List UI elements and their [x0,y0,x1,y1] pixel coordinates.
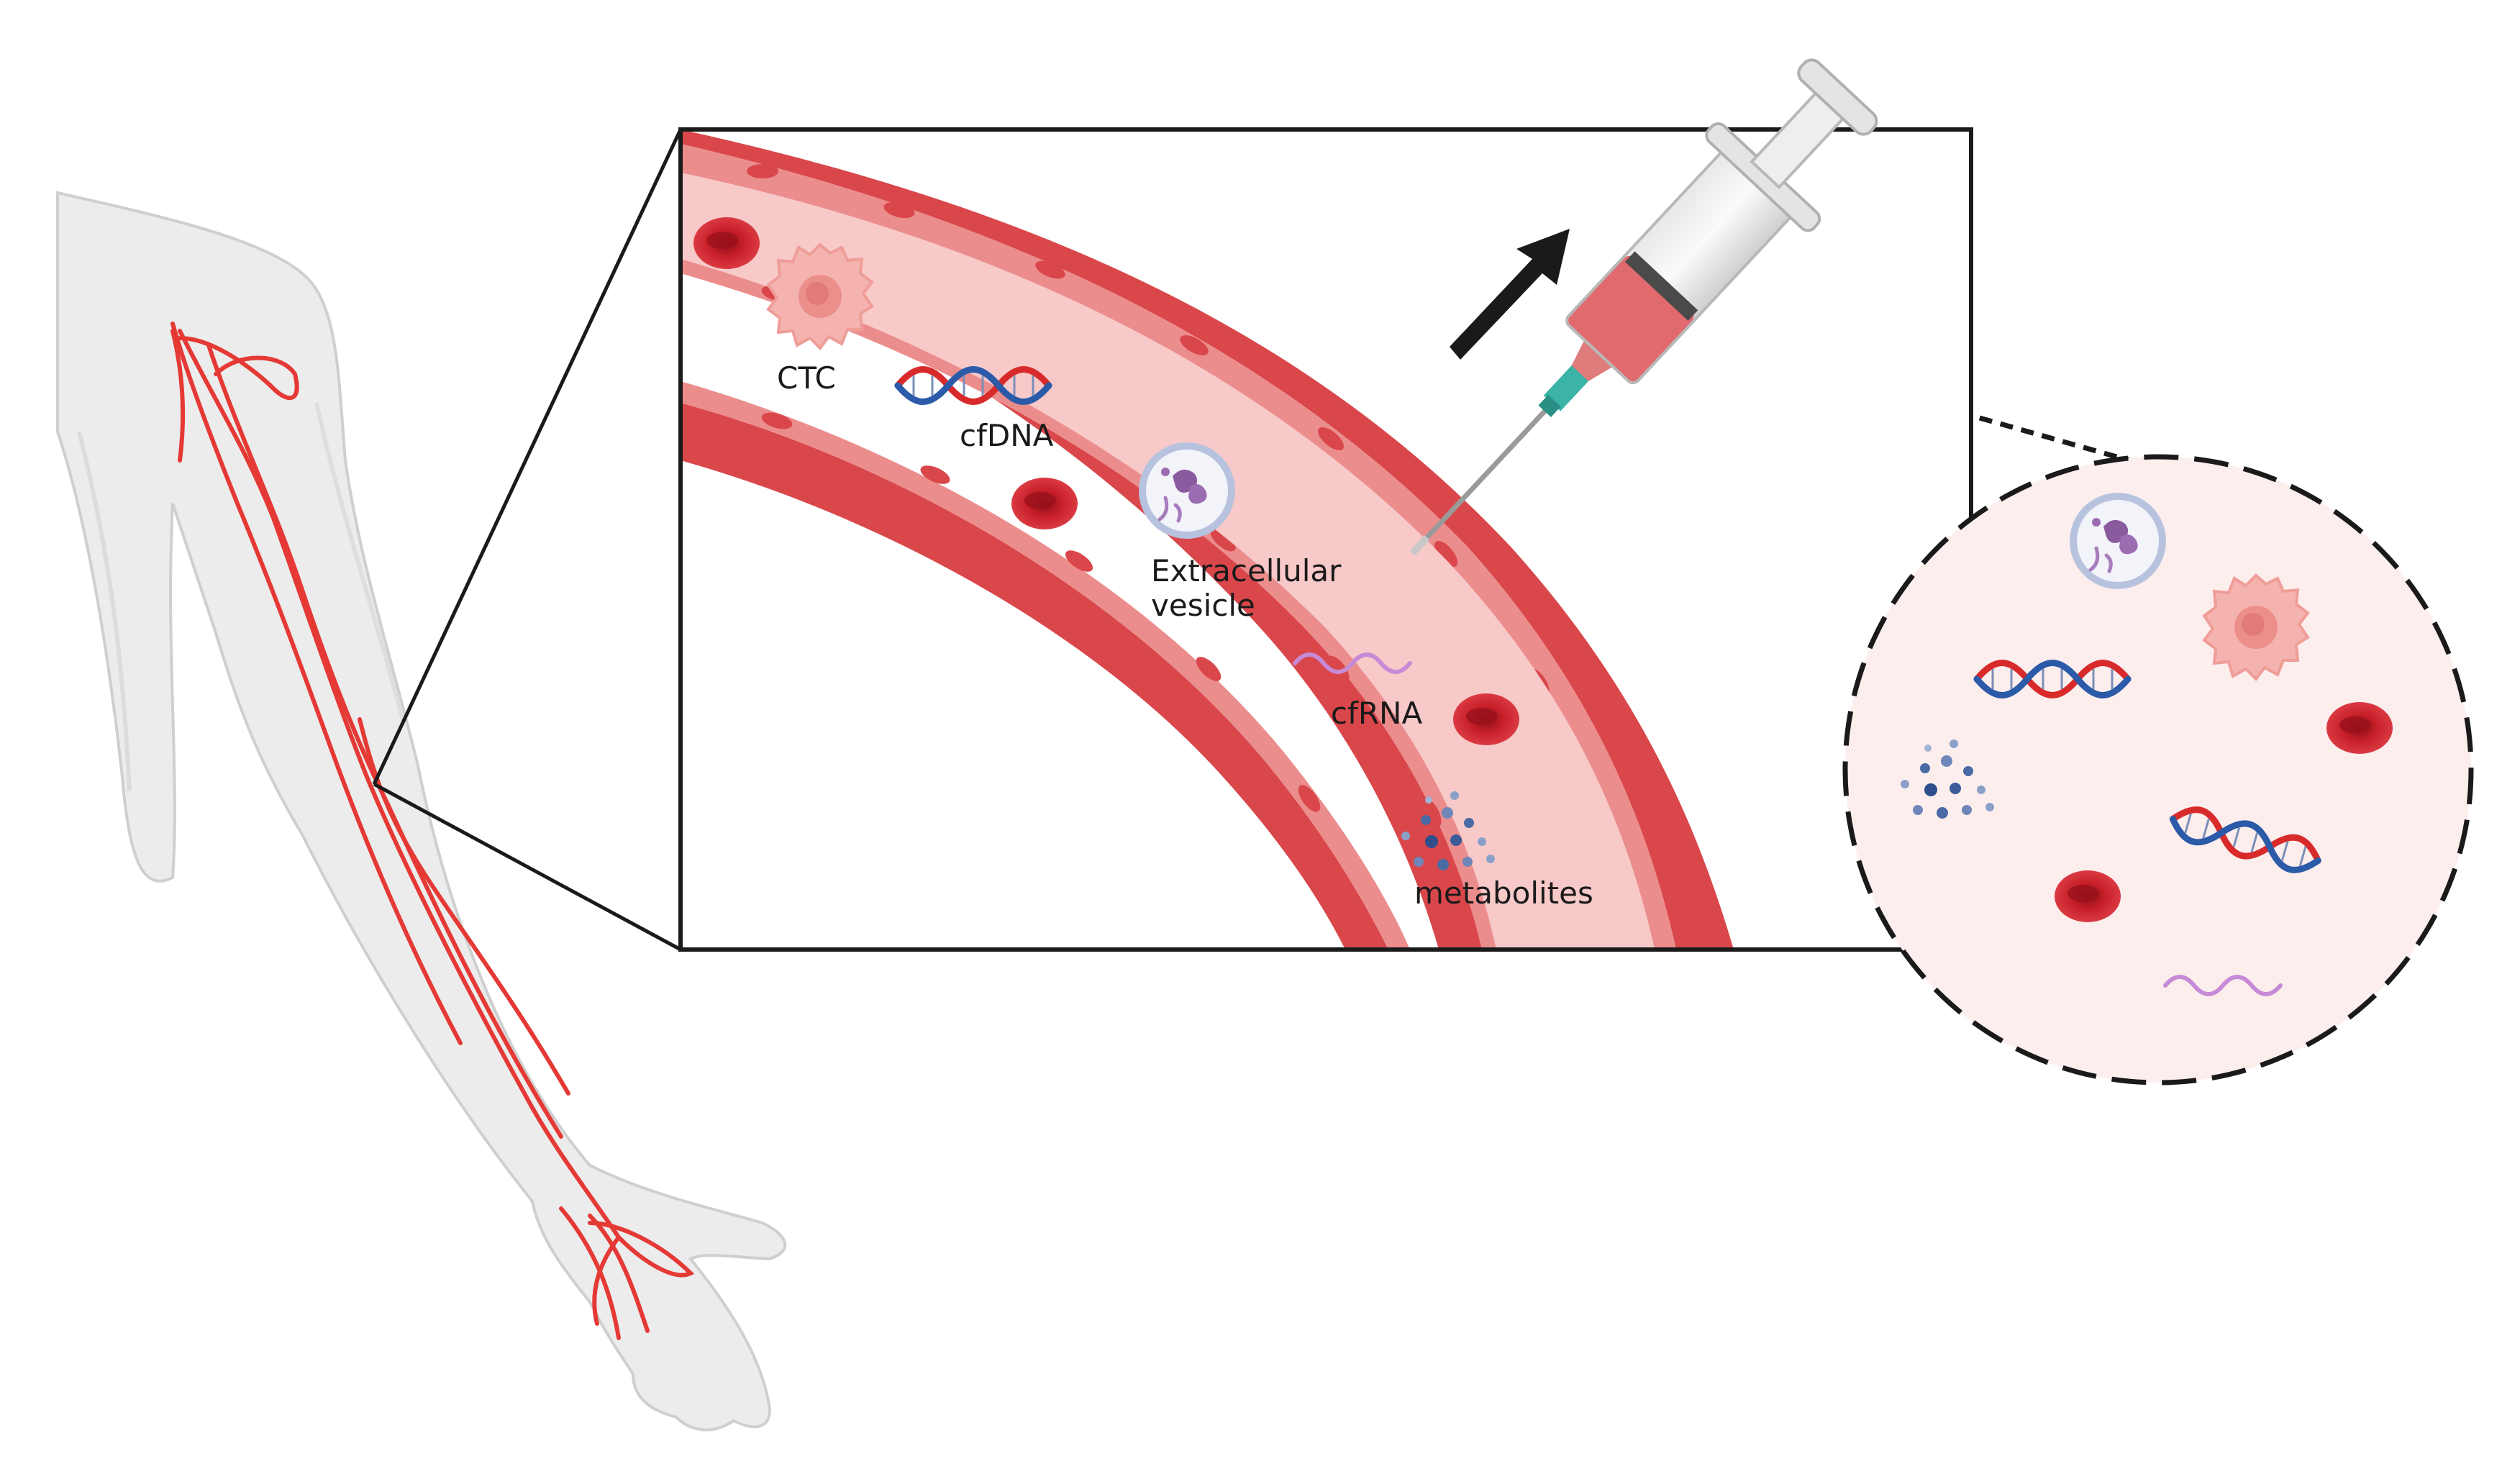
red-blood-cell-icon [2326,702,2393,754]
syringe-icon [1409,58,1878,556]
label-cfrna: cfRNA [1331,696,1422,731]
vessel-zoom-panel: CTC cfDNA Extracellular vesicle cfRNA me… [678,127,1973,952]
red-blood-cell-icon [1011,478,1078,529]
label-ev-line1: Extracellular [1151,553,1342,588]
extracellular-vesicle-icon [1142,446,1232,535]
zoom-connector [372,128,683,952]
arrow-icon [1450,229,1570,360]
label-ev-line2: vesicle [1151,588,1255,623]
red-blood-cell-icon [693,217,760,269]
sample-inset-circle [1842,454,2474,1085]
blood-vessel-icon [681,129,1734,950]
red-blood-cell-icon [1453,693,1519,745]
label-cfdna: cfDNA [960,418,1054,453]
label-ctc: CTC [777,360,836,396]
label-metabolites: metabolites [1414,875,1593,911]
extracellular-vesicle-icon [2073,496,2162,586]
red-blood-cell-icon [2055,870,2121,922]
arm-veins-icon [170,322,695,1340]
